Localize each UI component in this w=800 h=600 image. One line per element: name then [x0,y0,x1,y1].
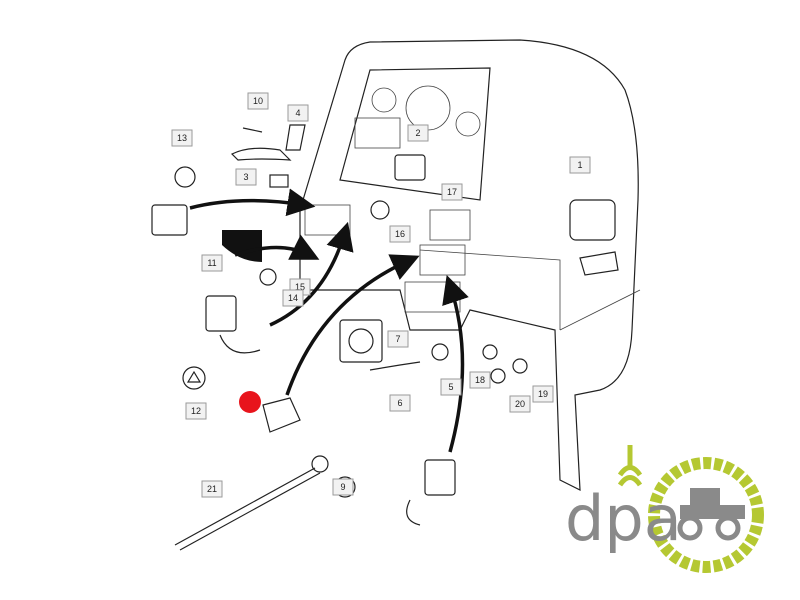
part-number: 13 [177,133,187,143]
part-number: 17 [447,187,457,197]
part-number: 11 [207,258,216,268]
part-number: 16 [395,229,405,239]
part-number: 19 [538,389,548,399]
part-label-7: 7 [387,330,409,348]
part-number: 14 [288,293,298,303]
part-label-13: 13 [171,129,193,147]
part-label-18: 18 [469,371,491,389]
part-number: 10 [253,96,263,106]
dpa-logo: dpa [565,445,764,573]
highlight-marker [239,391,261,413]
logo-text: dpa [565,482,682,555]
part-number: 2 [415,128,420,138]
part-label-1: 1 [569,156,591,174]
part-label-10: 10 [247,92,269,110]
part-number: 7 [395,334,400,344]
part-number: 18 [475,375,485,385]
part-label-5: 5 [440,378,462,396]
part-label-2: 2 [407,124,429,142]
part-label-17: 17 [441,183,463,201]
connection-arrows [189,188,469,453]
dashboard-housing [299,39,641,491]
part-label-6: 6 [389,394,411,412]
part-number: 3 [243,172,248,182]
part-label-19: 19 [532,385,554,403]
part-number: 12 [191,406,201,416]
part-number: 15 [295,282,305,292]
part-number: 20 [515,399,525,409]
part-label-3: 3 [235,168,257,186]
part-label-16: 16 [389,225,411,243]
part-label-11: 11 [201,254,223,272]
part-label-21: 21 [201,480,223,498]
part-label-4: 4 [287,104,309,122]
part-label-14: 14 [282,289,304,307]
part-number: 9 [340,482,345,492]
part-number: 1 [577,160,582,170]
part-number: 4 [295,108,300,118]
components [151,124,619,551]
part-label-20: 20 [509,395,531,413]
part-label-12: 12 [185,402,207,420]
part-number: 5 [448,382,453,392]
part-number: 21 [207,484,217,494]
part-label-9: 9 [332,478,354,496]
part-number: 6 [397,398,402,408]
